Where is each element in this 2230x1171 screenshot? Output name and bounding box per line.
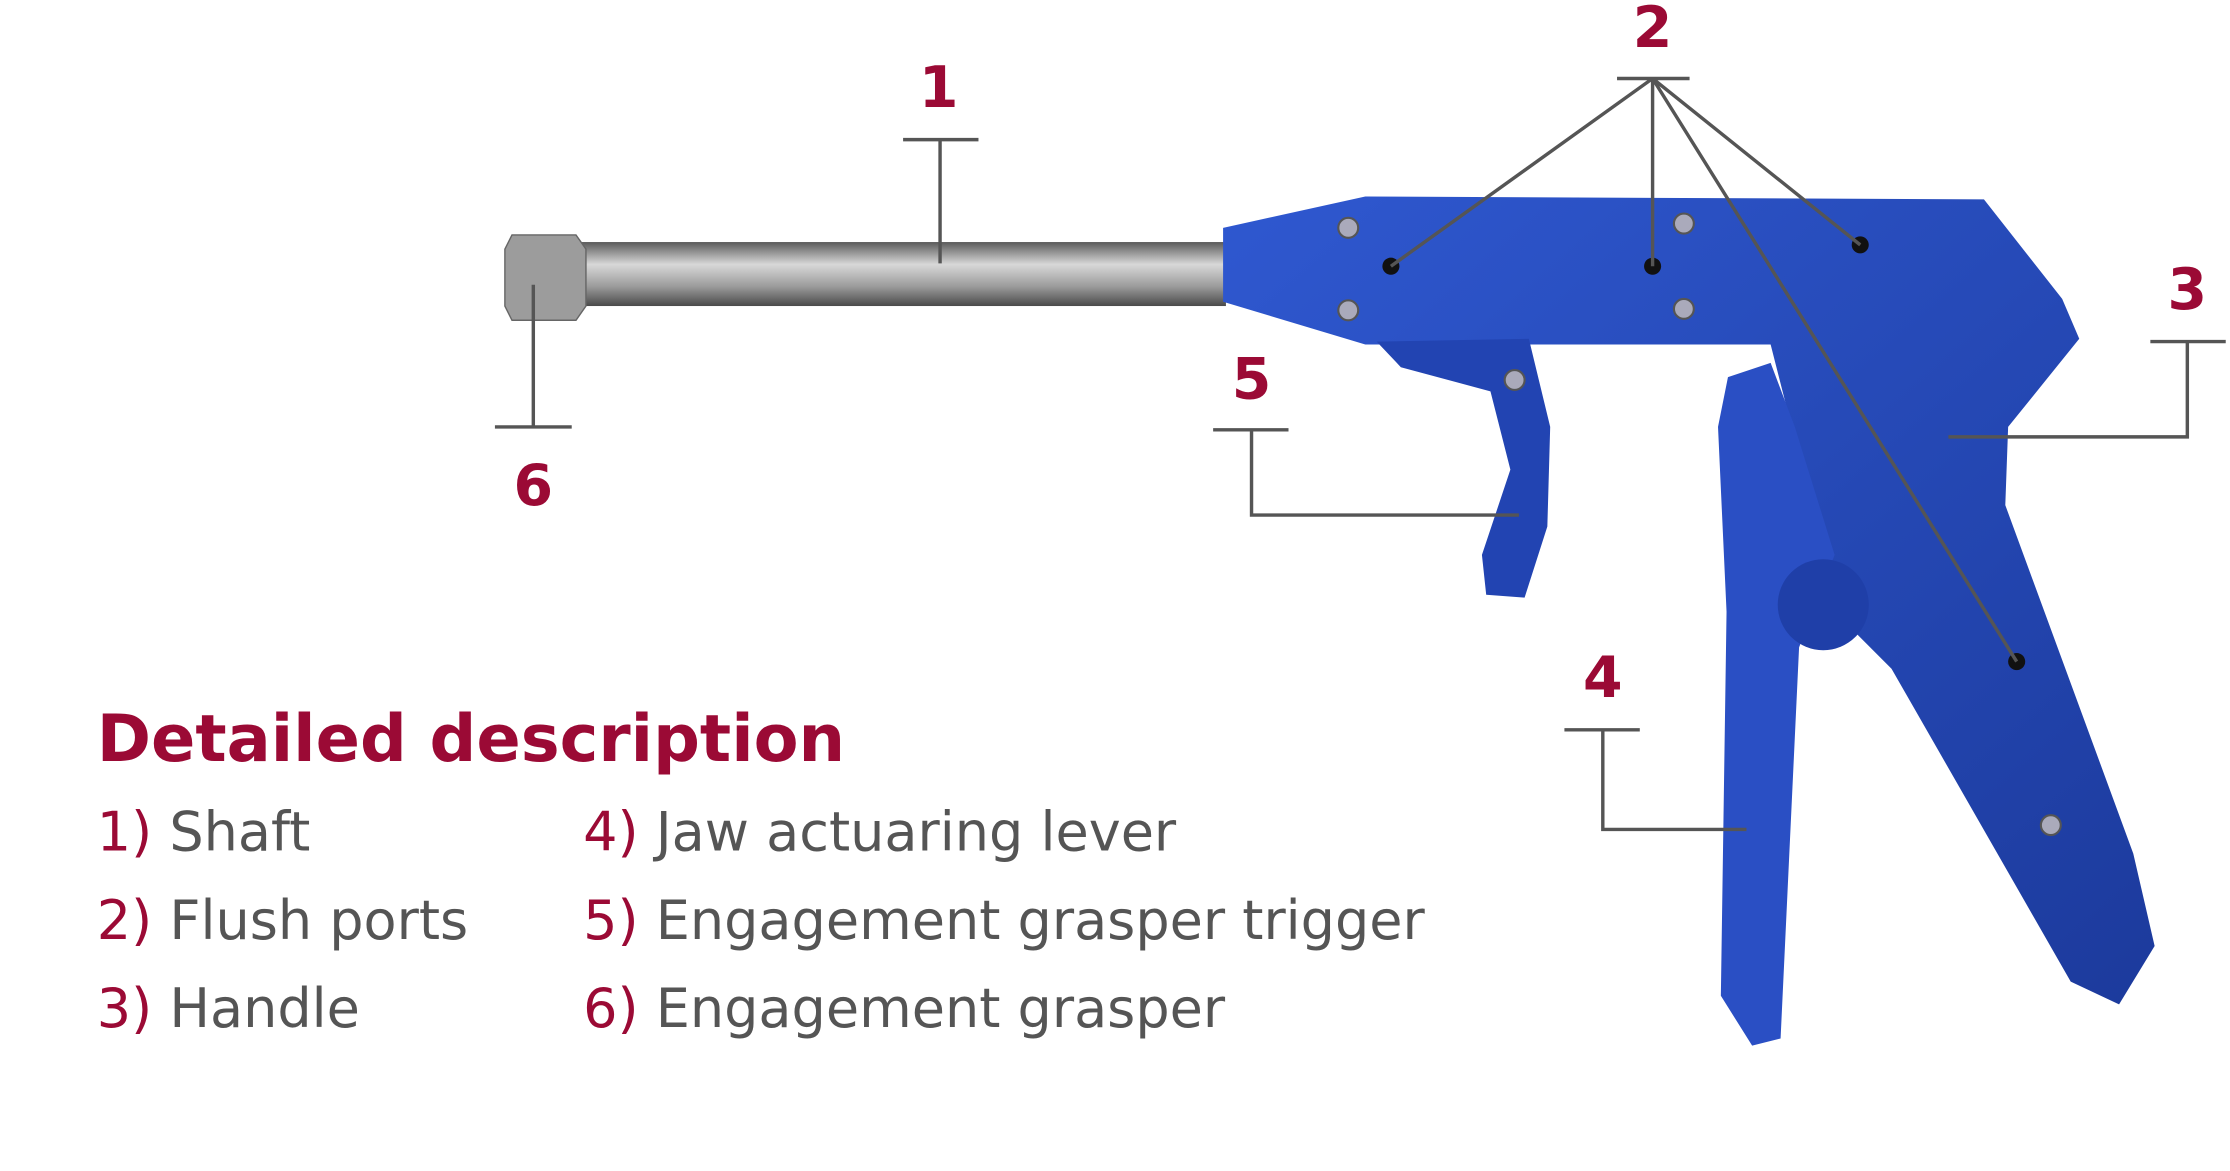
- callout-2: 2: [1389, 0, 2019, 663]
- description-list: 1) Shaft 2) Flush ports 3) Handle 4) Jaw…: [97, 801, 1426, 1040]
- list-item: 3) Handle: [97, 977, 360, 1040]
- callout-3: 3: [1948, 257, 2226, 439]
- svg-text:4: 4: [1583, 645, 1623, 711]
- list-item: 5) Engagement grasper trigger: [583, 889, 1425, 952]
- callout-6: 6: [494, 284, 572, 519]
- callout-5: 5: [1213, 346, 1519, 517]
- list-item: 4) Jaw actuaring lever: [583, 801, 1177, 864]
- svg-text:6: 6: [514, 453, 554, 519]
- list-item: 1) Shaft: [97, 801, 311, 864]
- callout-1: 1: [903, 55, 979, 264]
- callout-4: 4: [1564, 645, 1747, 832]
- svg-text:1: 1: [919, 55, 959, 121]
- engagement-grasper-tip: [504, 234, 587, 321]
- svg-text:3: 3: [2168, 257, 2208, 323]
- shaft: [504, 234, 1226, 321]
- engagement-grasper-trigger: [1376, 338, 1551, 598]
- svg-text:5: 5: [1232, 346, 1272, 412]
- list-item: 6) Engagement grasper: [583, 977, 1226, 1040]
- description-heading: Detailed description: [97, 701, 845, 777]
- list-item: 2) Flush ports: [97, 889, 468, 952]
- svg-text:2: 2: [1633, 0, 1673, 61]
- jaw-actuating-lever: [1718, 362, 1835, 1046]
